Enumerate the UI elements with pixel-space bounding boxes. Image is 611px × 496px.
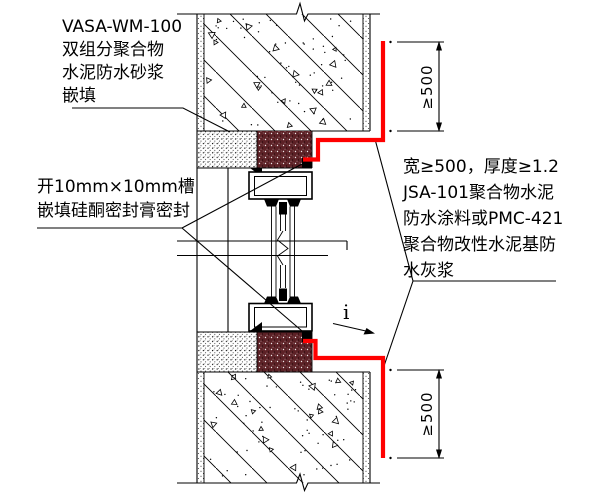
sash-profile-lines [271,206,295,297]
wall-top-edge-with-break [177,1,380,23]
interior-plaster-layer [197,14,204,131]
label-line: 开10mm×10mm槽 [37,177,195,197]
dim-arrow-up [436,41,442,51]
label-line: 双组分聚合物 [62,40,164,60]
label-line: 聚合物改性水泥基防 [403,235,556,255]
label-line: 水泥防水砂浆 [62,63,164,83]
waterproof-coating-line-bottom [303,338,386,458]
dimension-top-500 [389,40,444,133]
label-line: 防水涂料或PMC-421 [403,209,564,229]
wall-bottom-edge-with-break [177,472,380,493]
sealant-groove-top [302,158,312,168]
glazing-gasket [287,199,301,207]
sealant-groove-bottom [302,332,312,342]
label-sealant-groove: 开10mm×10mm槽 嵌填硅酮密封膏密封 [37,175,195,223]
backer-wedge-bottom [250,322,262,331]
glazing-block-top [279,202,287,215]
leader-vasa-mortar [72,107,231,133]
window-frame-section [227,168,313,332]
concrete-hatch-bottom [204,372,363,483]
leader-lines [37,107,556,367]
concrete-aggregate-top [206,17,352,128]
glazing-gasket [264,199,279,207]
leader-waterproof-coating [374,140,556,367]
wall-above-window [177,1,380,483]
dim-arrow-down [436,449,442,459]
leader-sealant-groove [37,163,303,332]
lintel-joint-band [197,131,313,177]
section-break-lines [177,240,348,257]
label-vasa-mortar: VASA-WM-100 双组分聚合物 水泥防水砂浆 嵌填 [62,16,182,108]
glass-break-symbol [276,230,289,266]
dimension-label-bottom: ≥500 [418,391,436,437]
wall-below-window [177,371,380,493]
label-waterproof-coating: 宽≥500，厚度≥1.2 JSA-101聚合物水泥 防水涂料或PMC-421 聚… [403,154,563,284]
exterior-plaster-layer [363,14,370,131]
dim-arrow-down [436,122,442,132]
leveling-mortar-top [197,131,257,168]
label-line: 嵌填 [62,86,96,106]
sill-joint-band [197,331,313,372]
waterproof-coating-line-top [303,41,386,162]
dimension-label-top: ≥500 [418,64,436,110]
glazing-block-bottom [279,288,287,301]
glass-pane-lines [280,214,286,288]
label-line: 水灰浆 [403,261,454,281]
section-mark-label: i [343,300,350,324]
section-direction-arrow [332,322,375,335]
label-line: 宽≥500，厚度≥1.2 [403,157,559,177]
label-line: 嵌填硅酮密封膏密封 [37,201,190,221]
dimension-bottom-500 [389,368,444,460]
dim-arrow-up [436,369,442,379]
concrete-hatch-top [204,14,363,131]
leveling-mortar-bottom [197,332,257,372]
label-line: JSA-101聚合物水泥 [403,183,554,203]
label-line: VASA-WM-100 [62,17,183,37]
glazing-gasket [287,296,301,304]
concrete-aggregate-bottom [209,373,357,477]
